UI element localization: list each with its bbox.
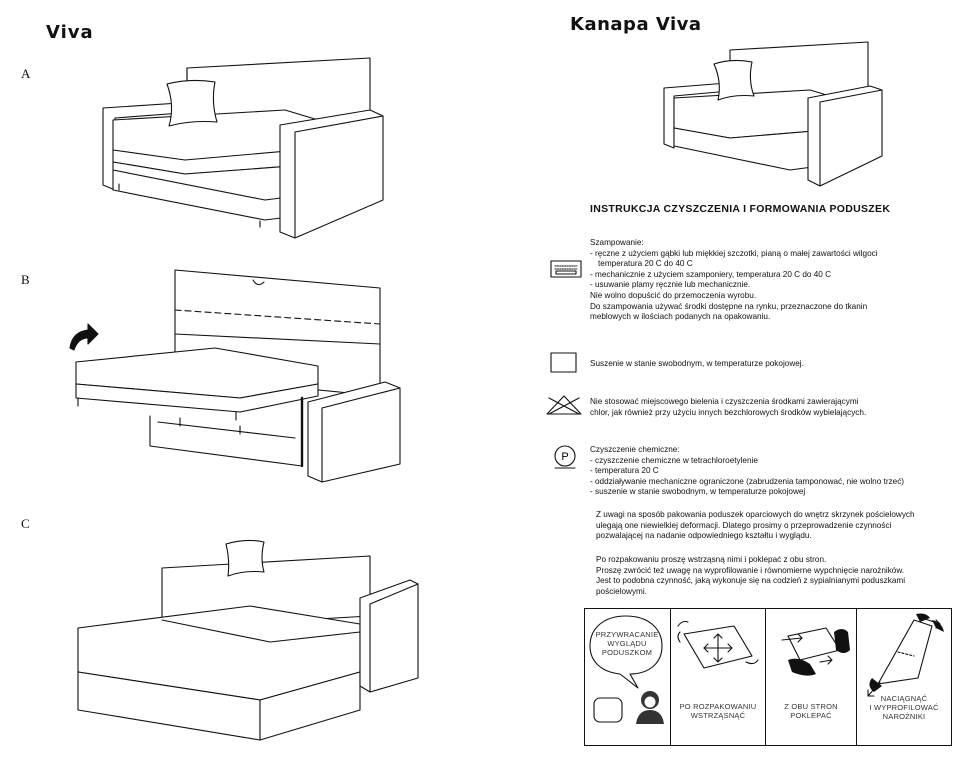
step-label-b: B — [21, 272, 30, 287]
sofa-c-illustration — [77, 539, 419, 741]
no-bleach-icon — [546, 395, 582, 415]
shampoo-line: Nie wolno dopuścić do przemoczenia wyrob… — [590, 290, 757, 300]
dry-clean-icon: P — [554, 445, 576, 469]
caption-line: POKLEPAĆ — [790, 711, 832, 720]
caption-line: PO ROZPAKOWANIU — [679, 702, 757, 711]
note-line: pościelowymi. — [596, 586, 647, 596]
caption-line: Z OBU STRON — [784, 702, 838, 711]
shampoo-line: - mechanicznie z użyciem szamponiery, te… — [590, 269, 832, 279]
drying-text: Suszenie w stanie swobodnym, w temperatu… — [590, 359, 804, 368]
shampoo-icon — [550, 260, 582, 278]
sofa-small-illustration — [663, 41, 883, 187]
panel-restore-illustration — [589, 615, 664, 724]
shape-corners-icon — [867, 613, 944, 697]
panel-restore-bubble: PRZYWRACANIE WYGLĄDU PODUSZKOM — [590, 630, 664, 657]
bleach-line: Nie stosować miejscowego bielenia i czys… — [590, 397, 859, 406]
instructions-heading: INSTRUKCJA CZYSZCZENIA I FORMOWANIA PODU… — [590, 203, 891, 215]
bleach-text: Nie stosować miejscowego bielenia i czys… — [590, 397, 866, 418]
note-line: Z uwagi na sposób pakowania poduszek opa… — [596, 510, 915, 519]
caption-line: NACIĄGNĄĆ — [880, 694, 928, 703]
drying-icon — [550, 352, 577, 373]
dry-clean-symbol: P — [561, 451, 568, 463]
chemical-text: Czyszczenie chemiczne: - czyszczenie che… — [590, 445, 904, 498]
pat-cushion-icon — [781, 627, 850, 676]
shampoo-line: Do szampowania używać środki dostępne na… — [590, 301, 868, 311]
chemical-line: - czyszczenie chemiczne w tetrachloroety… — [590, 455, 758, 465]
shampoo-line: - ręczne z użyciem gąbki lub miękkiej sz… — [590, 248, 878, 258]
panel-shake-caption: PO ROZPAKOWANIU WSTRZĄSNĄĆ — [672, 702, 764, 720]
sofa-a-illustration — [102, 57, 384, 239]
note-line: pozwalającej na nadanie odpowiedniego ks… — [596, 531, 812, 541]
bubble-line: PODUSZKOM — [601, 648, 653, 657]
chemical-line: - oddziaływanie mechaniczne ograniczone … — [590, 476, 905, 486]
caption-line: I WYPROFILOWAĆ — [869, 703, 939, 712]
shampoo-text: Szampowanie: - ręczne z użyciem gąbki lu… — [590, 238, 878, 323]
panel-pat-caption: Z OBU STRON POKLEPAĆ — [767, 702, 855, 720]
note-line: Jest to podobna czynność, jaką wykonuje … — [596, 576, 906, 586]
sofa-b-illustration — [69, 269, 401, 483]
step-label-c: C — [21, 516, 30, 531]
panel-shape-caption: NACIĄGNĄĆ I WYPROFILOWAĆ NAROŻNIKI — [857, 694, 951, 721]
bubble-line: PRZYWRACANIE — [595, 630, 659, 639]
chemical-line: Czyszczenie chemiczne: — [590, 445, 680, 454]
notes-paragraph-2: Po rozpakowaniu proszę wstrząsną nimi i … — [596, 555, 905, 597]
shampoo-line: meblowych w ilościach podanych na opakow… — [590, 312, 771, 322]
bleach-line: chlor, jak również przy użyciu innych be… — [590, 407, 867, 417]
step-label-a: A — [21, 66, 31, 81]
left-title: Viva — [46, 22, 94, 43]
caption-line: WSTRZĄSNĄĆ — [690, 711, 746, 720]
caption-line: NAROŻNIKI — [882, 712, 926, 721]
note-line: ulegają one niewielkiej deformacji. Dlat… — [596, 520, 892, 530]
note-line: Proszę zwrócić też uwagę na wyprofilowan… — [596, 565, 905, 575]
cushion-steps-strip — [584, 608, 952, 746]
shampoo-line: temperatura 20 C do 40 C — [598, 259, 693, 269]
chemical-line: - temperatura 20 C — [590, 466, 659, 476]
chemical-line: - suszenie w stanie swobodnym, w tempera… — [590, 487, 806, 497]
note-line: Po rozpakowaniu proszę wstrząsną nimi i … — [596, 555, 827, 564]
shake-cushion-icon — [677, 620, 759, 669]
shampoo-line: Szampowanie: — [590, 238, 644, 247]
right-title: Kanapa Viva — [570, 14, 702, 35]
notes-paragraph-1: Z uwagi na sposób pakowania poduszek opa… — [596, 510, 915, 542]
bubble-line: WYGLĄDU — [607, 639, 647, 648]
shampoo-line: - usuwanie plamy ręcznie lub mechaniczni… — [590, 280, 751, 290]
